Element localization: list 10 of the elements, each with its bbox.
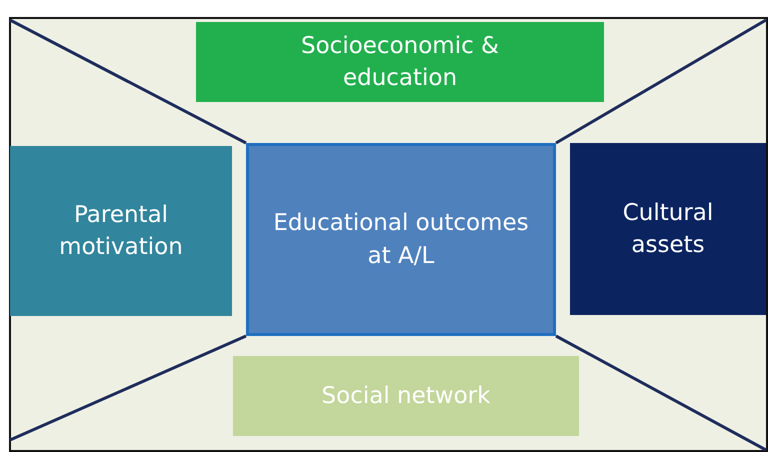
box-label: Cultural assets xyxy=(622,198,714,260)
factor-box xyxy=(570,143,766,315)
box-label: Social network xyxy=(322,382,490,411)
box-label: Socioeconomic & education xyxy=(300,32,500,93)
factor-box xyxy=(196,22,604,102)
box-label: Parental motivation xyxy=(58,200,184,262)
box-label: Educational outcomes at A/L xyxy=(272,209,530,270)
outcome-box xyxy=(246,143,556,336)
factor-box xyxy=(10,146,232,316)
factor-box xyxy=(233,356,579,436)
